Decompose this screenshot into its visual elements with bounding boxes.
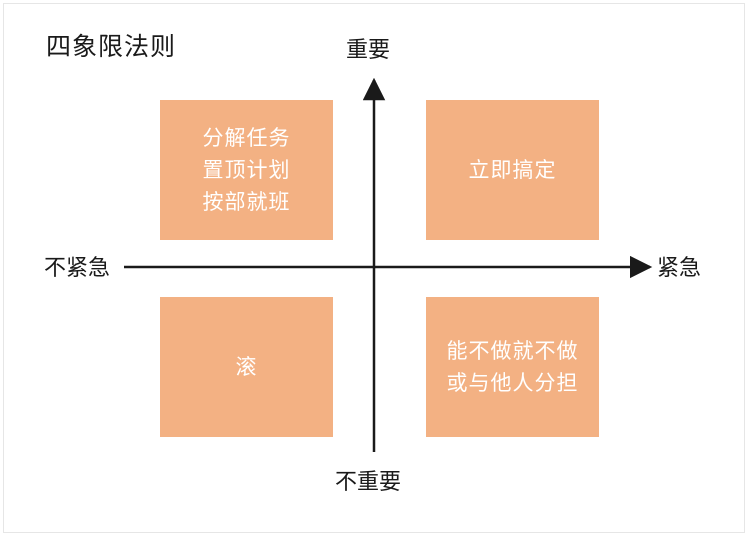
quadrant-line: 或与他人分担 <box>446 371 579 395</box>
quadrant-important-not-urgent: 分解任务 置顶计划 按部就班 <box>160 100 333 240</box>
canvas-frame <box>3 3 745 533</box>
quadrant-not-important-urgent: 能不做就不做 或与他人分担 <box>426 297 599 437</box>
quadrant-line: 能不做就不做 <box>446 339 579 363</box>
quadrant-line: 置顶计划 <box>202 158 291 182</box>
quadrant-line: 立即搞定 <box>468 158 557 182</box>
quadrant-not-important-not-urgent: 滚 <box>160 297 333 437</box>
axis-label-important: 重要 <box>346 38 391 63</box>
quadrant-line: 按部就班 <box>202 190 291 214</box>
quadrant-line: 分解任务 <box>202 126 291 150</box>
quadrant-important-urgent: 立即搞定 <box>426 100 599 240</box>
axis-label-not-important: 不重要 <box>335 470 402 495</box>
axis-label-not-urgent: 不紧急 <box>44 256 111 281</box>
diagram-title: 四象限法则 <box>46 32 177 61</box>
axis-label-urgent: 紧急 <box>657 256 702 281</box>
quadrant-line: 滚 <box>235 355 258 379</box>
